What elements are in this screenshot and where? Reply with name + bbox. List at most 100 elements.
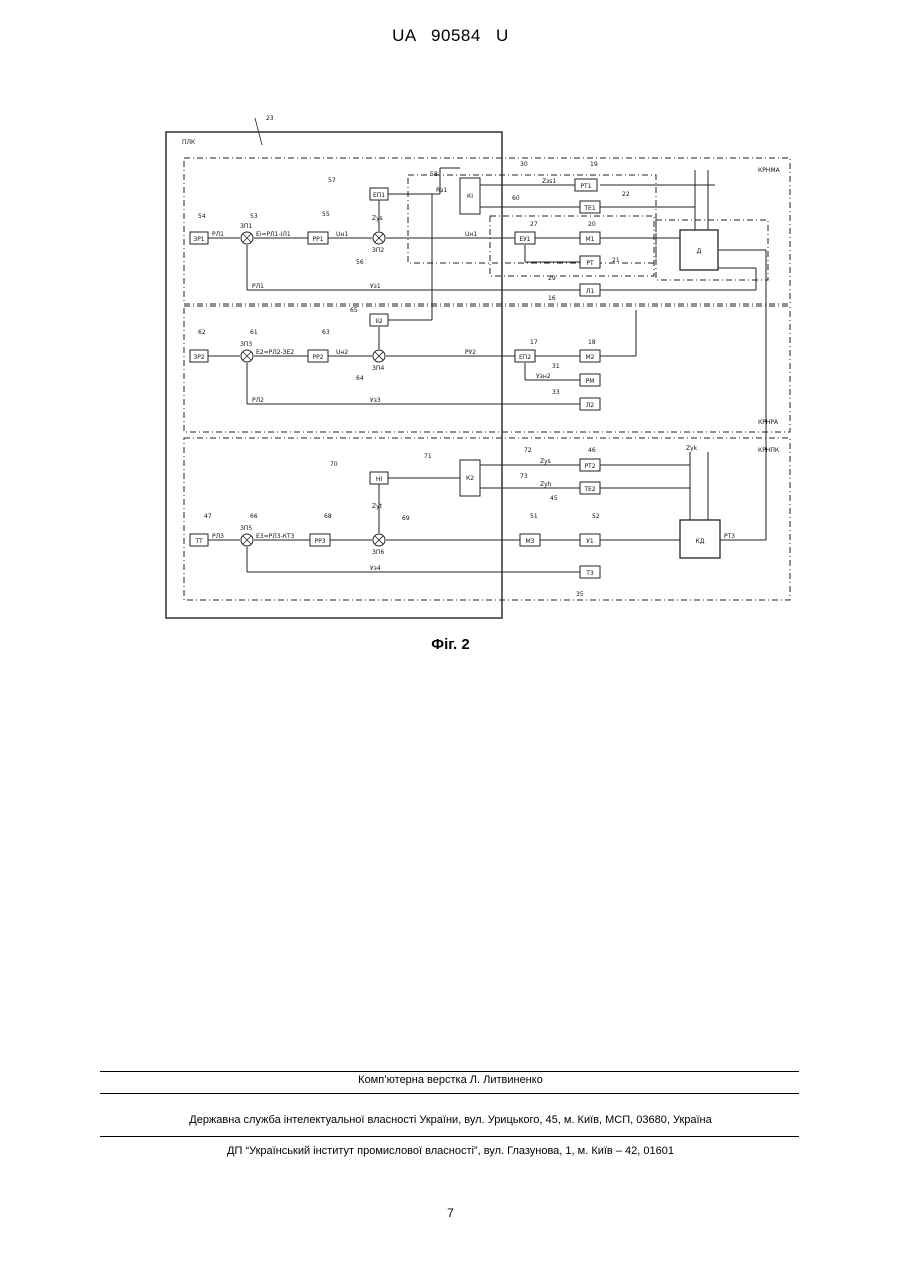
svg-text:64: 64 [356,375,364,382]
block-m1: М1 [586,236,595,243]
svg-text:РЛ1: РЛ1 [212,231,224,238]
svg-text:66: 66 [250,513,258,520]
page-number: 7 [0,1206,901,1220]
section-1-label: КРНМА [758,167,781,174]
node-label-5: ЗП5 [240,525,252,532]
svg-text:Zзs1: Zзs1 [542,178,556,185]
svg-text:Rз1: Rз1 [436,187,447,194]
publisher-line: Державна служба інтелектуальної власност… [0,1114,901,1126]
svg-text:Уз1: Уз1 [370,283,381,290]
block-rr2: РР2 [312,354,323,361]
svg-text:Uн1: Uн1 [465,231,477,238]
footer-rule-3 [100,1136,799,1137]
block-diagram-svg: ПЛК КРНМА КРНРА КРНПК ЗР1 РР1 ЕП1 КІ РТ1… [160,100,800,625]
node-label-4: ЗП4 [372,365,384,372]
block-zp1: ЗР1 [193,236,204,243]
svg-text:Zуt: Zуt [372,503,383,510]
block-pt: РТ [586,260,594,267]
institute-line: ДП “Український інститут промислової вла… [0,1145,901,1157]
svg-text:16: 16 [548,295,556,302]
svg-text:22: 22 [622,191,630,198]
block-te2: ТЕ2 [583,486,595,493]
footer-rule-1 [100,1071,799,1072]
svg-text:68: 68 [324,513,332,520]
equation-3: Е3=РЛ3-КТ3 [256,533,295,540]
svg-text:52: 52 [592,513,600,520]
block-l1: Л1 [586,288,595,295]
block-l2: Л2 [586,402,595,409]
svg-text:65: 65 [350,307,358,314]
block-rr3: РР3 [314,538,325,545]
block-pt2: РТ2 [584,463,595,470]
svg-text:57: 57 [328,177,336,184]
svg-text:55: 55 [322,211,330,218]
section-3-label: КРНПК [758,447,780,454]
svg-text:Уз4: Уз4 [370,565,381,572]
node-label-3: ЗП3 [240,341,252,348]
block-m2: М2 [586,354,595,361]
svg-text:23: 23 [266,115,274,122]
svg-text:Узн2: Узн2 [536,373,551,380]
equation-1: Ei=РЛ1-ІЛ1 [256,231,291,238]
svg-text:58: 58 [430,171,438,178]
layout-credit: Комп’ютерна верстка Л. Литвиненко [0,1074,901,1086]
figure-caption: Фіг. 2 [0,636,901,653]
footer-rule-2 [100,1093,799,1094]
block-eu1: ЕУ1 [519,236,530,243]
plc-label: ПЛК [182,139,196,146]
block-kd: КД [696,538,705,545]
block-d: Д [697,248,702,255]
node-label-1: ЗП1 [240,223,252,230]
svg-text:20: 20 [588,221,596,228]
document-number: UA 90584 U [0,26,901,46]
equation-2: Е2=РЛ2-ЗЕ2 [256,349,294,356]
svg-text:45: 45 [550,495,558,502]
svg-text:18: 18 [588,339,596,346]
svg-text:РУ2: РУ2 [465,349,476,356]
svg-text:Zуs: Zуs [540,458,551,465]
svg-text:72: 72 [524,447,532,454]
svg-text:19: 19 [590,161,598,168]
svg-text:29: 29 [548,275,556,282]
block-tt: ТТ [194,538,203,545]
block-m3: М3 [526,538,535,545]
svg-text:Zуk: Zуk [686,445,698,452]
svg-text:54: 54 [198,213,206,220]
block-zp2: ЗР2 [193,354,204,361]
block-rm: РМ [586,378,595,385]
svg-text:46: 46 [588,447,596,454]
plc-boundary [166,132,502,618]
block-n1: НІ [376,476,383,483]
svg-text:РЛ3: РЛ3 [212,533,224,540]
svg-text:56: 56 [356,259,364,266]
svg-text:47: 47 [204,513,212,520]
svg-text:Уз3: Уз3 [370,397,381,404]
svg-text:Uн1: Uн1 [336,231,348,238]
svg-text:51: 51 [530,513,538,520]
svg-text:60: 60 [512,195,520,202]
svg-text:Zуh: Zуh [540,481,552,488]
block-ei1: ЕП1 [373,192,385,199]
svg-text:63: 63 [322,329,330,336]
svg-text:70: 70 [330,461,338,468]
svg-text:69: 69 [402,515,410,522]
block-t3: Т3 [585,570,594,577]
block-ii2: ІІ2 [375,318,383,325]
node-label-2: ЗП2 [372,247,384,254]
svg-text:35: 35 [576,591,584,598]
svg-text:73: 73 [520,473,528,480]
svg-text:РЛ1: РЛ1 [252,283,264,290]
block-pt1: РТ1 [580,183,591,190]
svg-text:62: 62 [198,329,206,336]
svg-text:31: 31 [552,363,560,370]
svg-text:33: 33 [552,389,560,396]
svg-text:Zуs: Zуs [372,215,383,222]
svg-text:РТ3: РТ3 [724,533,735,540]
node-label-6: ЗП6 [372,549,384,556]
svg-text:27: 27 [530,221,538,228]
svg-text:30: 30 [520,161,528,168]
block-k1: КІ [467,193,473,200]
svg-text:53: 53 [250,213,258,220]
svg-text:21: 21 [612,257,620,264]
block-te1: ТЕ1 [583,205,595,212]
